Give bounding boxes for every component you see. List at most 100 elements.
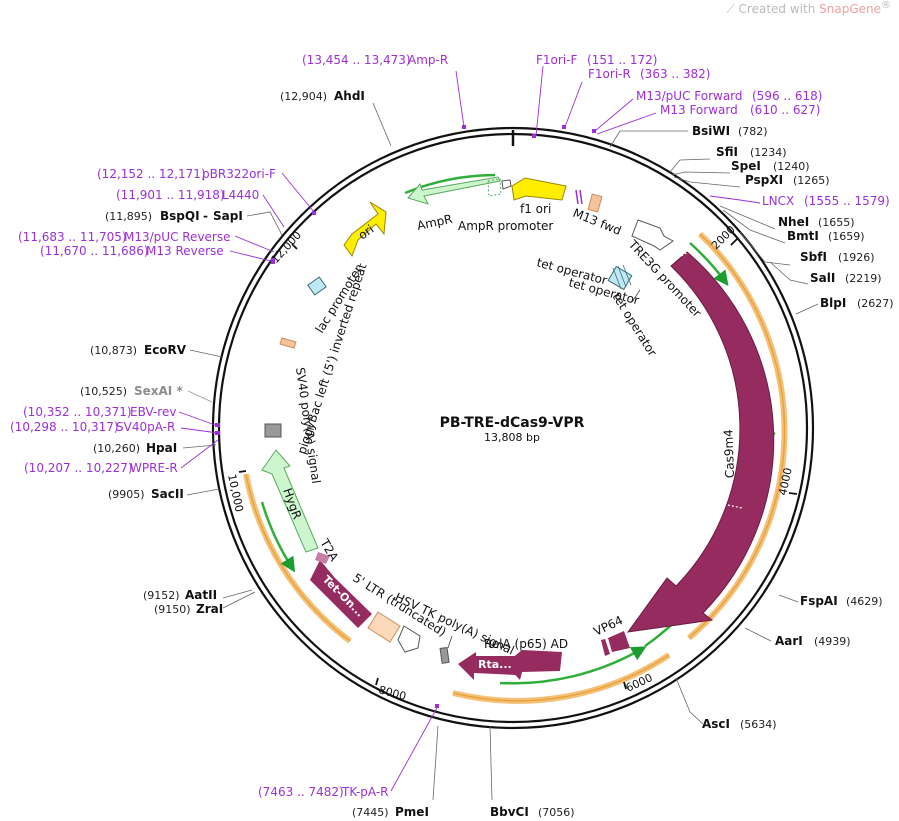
rta-label: Rta... — [478, 658, 512, 671]
bspqi-pos: (11,895) — [105, 210, 152, 223]
m13-puc-reverse-label: M13/pUC Reverse — [124, 230, 231, 244]
hsv-tk-feature — [439, 646, 450, 664]
f1ori-r-label: F1ori-R — [588, 67, 631, 81]
m13-reverse-pos: (11,670 .. 11,686) — [40, 244, 149, 258]
bspqi-dash: - — [203, 209, 208, 223]
hpai-pos: (10,260) — [93, 442, 140, 455]
sexai-pos: (10,525) — [80, 385, 127, 398]
wpre-r-pos: (10,207 .. 10,227) — [24, 461, 133, 475]
ltr-label: 5' LTR (truncated) — [350, 571, 448, 640]
sacii-pos: (9905) — [108, 488, 145, 501]
tk-pa-r-pos: (7463 .. 7482) — [258, 785, 344, 799]
hygr-feature — [261, 449, 319, 553]
aari-label: AarI — [775, 634, 803, 648]
vp64-small-feature — [601, 639, 610, 656]
sv40pa-r-pos: (10,298 .. 10,317) — [10, 420, 119, 434]
tre3g-stripe — [677, 251, 689, 259]
sali-label: SalI — [810, 271, 835, 285]
blpi-label: BlpI — [820, 296, 846, 310]
ori-feature — [343, 201, 387, 258]
lncx-label: LNCX — [762, 194, 794, 208]
f1ori-f-pos: (151 .. 172) — [587, 53, 657, 67]
rela-feature — [505, 650, 562, 680]
m13-forward-label: M13 Forward — [660, 103, 738, 117]
sapi-label: SapI — [213, 209, 243, 223]
bbvci-pos: (7056) — [538, 806, 575, 819]
sfii-label: SfiI — [716, 145, 738, 159]
cas9m4-feature — [626, 251, 775, 633]
pbr322ori-f-label: pBR322ori-F — [202, 167, 276, 181]
ebv-rev-pos: (10,352 .. 10,371) — [23, 405, 132, 419]
ampr-label: AmpR — [416, 212, 454, 233]
spei-label: SpeI — [731, 159, 761, 173]
blpi-pos: (2627) — [857, 297, 894, 310]
watermark: ⟋ Created with SnapGene® — [726, 0, 891, 16]
tick-6000-mark — [623, 681, 627, 690]
pbr322ori-f-pos: (12,152 .. 12,171) — [97, 167, 206, 181]
hpai-label: HpaI — [146, 441, 177, 455]
sv40pa-r-label: SV40pA-R — [116, 420, 175, 434]
rela-label: RelA (p65) AD — [484, 637, 568, 651]
sv40-polya-feature — [264, 423, 282, 438]
aatii-pos: (9152) — [143, 589, 180, 602]
bsiwi-pos: (782) — [738, 125, 768, 138]
sbfi-pos: (1926) — [838, 251, 875, 264]
m13-fwd-feature — [587, 193, 603, 213]
tick-10000-mark — [238, 470, 247, 473]
hsv-tk-pointer — [447, 635, 453, 649]
pmei-label: PmeI — [395, 805, 429, 819]
l4440-label: L4440 — [222, 188, 259, 202]
wpre-r-label: WPRE-R — [130, 461, 178, 475]
bsiwi-label: BsiWI — [692, 124, 730, 138]
amp-r-label: Amp-R — [408, 53, 448, 67]
tk-pa-r-label: TK-pA-R — [341, 785, 389, 799]
tet-operator-line-1 — [612, 267, 622, 290]
orange-arc-right-inner — [688, 233, 786, 639]
sfii-pos: (1234) — [750, 146, 787, 159]
f1-ori-feature — [511, 177, 567, 201]
tick-4000-mark — [788, 492, 798, 495]
ecorv-pos: (10,873) — [90, 344, 137, 357]
tick-8000-mark — [375, 677, 379, 686]
fspai-label: FspAI — [800, 594, 838, 608]
sbfi-label: SbfI — [800, 250, 827, 264]
sacii-label: SacII — [151, 487, 184, 501]
piggybac-feature — [279, 337, 297, 349]
pmei-pos: (7445) — [352, 806, 389, 819]
tick-2000: 2000 — [709, 223, 738, 252]
tet-on-feature — [310, 560, 372, 628]
hygr-label: HygR — [280, 486, 304, 521]
m13-puc-reverse-pos: (11,683 .. 11,705) — [18, 230, 127, 244]
ampr-promoter-feature — [501, 179, 512, 190]
amp-r-pos: (13,454 .. 13,473) — [302, 53, 411, 67]
orange-arc-bottom-inner — [452, 654, 670, 702]
sexai-label: SexAI * — [134, 384, 183, 398]
aatii-label: AatII — [185, 588, 217, 602]
sali-pos: (2219) — [845, 272, 882, 285]
lac-promoter-feature — [307, 276, 327, 296]
ebv-rev-label: EBV-rev — [130, 405, 176, 419]
m13-reverse-label: M13 Reverse — [146, 244, 224, 258]
fspai-pos: (4629) — [846, 595, 883, 608]
tick-4000: 4000 — [776, 467, 795, 497]
vp64-feature — [608, 631, 630, 652]
bmti-pos: (1659) — [828, 230, 865, 243]
plasmid-name: PB-TRE-dCas9-VPR — [440, 415, 585, 431]
green-arrow-l1 — [260, 501, 295, 573]
t2a-feature — [315, 552, 330, 564]
backbone-outer-ring — [211, 126, 815, 730]
primer-ticks — [215, 125, 596, 708]
zrai-pos: (9150) — [154, 603, 191, 616]
ltr-feature — [367, 611, 401, 643]
m13-puc-forward-label: M13/pUC Forward — [636, 89, 743, 103]
tet-operator-pointer — [631, 289, 641, 303]
m13-tick-2 — [579, 189, 583, 205]
rta-feature — [458, 652, 516, 680]
piggybac-label: piggyBac left (5') inverted repeat — [295, 261, 370, 455]
pspxi-pos: (1265) — [793, 174, 830, 187]
green-arrow-r1 — [689, 242, 729, 286]
f1ori-r-pos: (363 .. 382) — [640, 67, 710, 81]
asci-label: AscI — [702, 717, 730, 731]
ahdi-label: AhdI — [334, 89, 365, 103]
green-arrow-top — [404, 173, 496, 195]
